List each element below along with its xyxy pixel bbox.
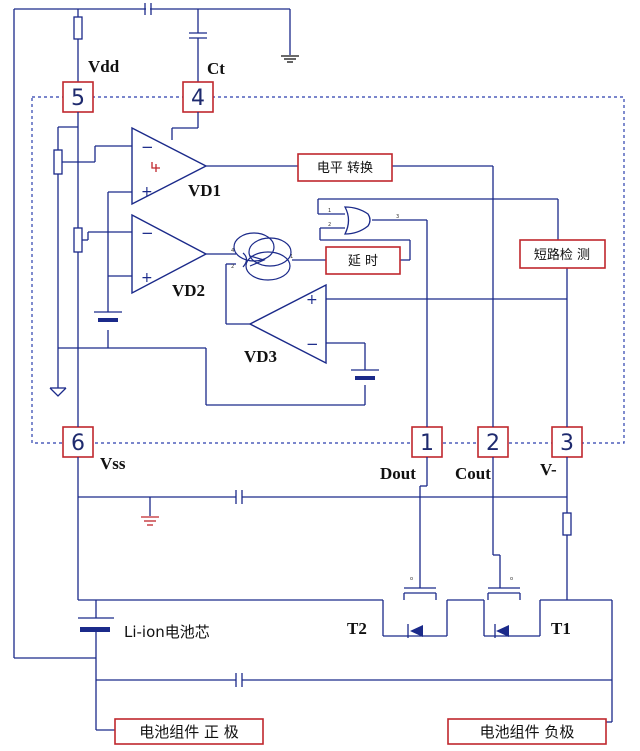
pin-1: 1: [411, 426, 443, 458]
divider-resistor-1: [53, 149, 63, 175]
pin-5-number: 5: [71, 86, 85, 111]
pin-4: 4: [182, 81, 214, 113]
ground-symbol-top: [281, 55, 299, 63]
pin-2-number: 2: [486, 431, 500, 456]
transistor-t2: o: [382, 576, 466, 638]
negative-terminal-box: 电池组件 负极: [447, 718, 607, 745]
short-detect-label: 短路检 测: [534, 247, 590, 263]
vdd-resistor: [73, 16, 83, 40]
li-ion-battery-cell: [78, 617, 114, 632]
gate-pin-c: 1: [290, 254, 293, 260]
svg-text:+: +: [306, 292, 318, 308]
svg-text:o: o: [410, 576, 413, 582]
pin-1-number: 1: [420, 431, 434, 456]
t1-label: T1: [551, 619, 571, 638]
pin-6-number: 6: [71, 431, 85, 456]
pin-2: 2: [477, 426, 509, 458]
t2-label: T2: [347, 619, 367, 638]
comparator-vd2: − +: [131, 213, 208, 295]
pin-ct-label: Ct: [207, 59, 225, 78]
comparator-vd3: + −: [248, 283, 327, 365]
top-gate-pin-3: 3: [396, 214, 399, 220]
gate-pin-a: 4: [231, 248, 234, 254]
positive-terminal-box: 电池组件 正 极: [114, 718, 264, 745]
ic-boundary: [31, 96, 625, 444]
divider-resistor-2: [73, 227, 83, 253]
pin-3-number: 3: [560, 431, 574, 456]
pin-5: 5: [62, 81, 94, 113]
top-wiring: [13, 3, 291, 659]
top-gate-pin-1: 1: [328, 208, 331, 214]
pin-vminus-label: V-: [540, 460, 557, 479]
reference-battery-2: [351, 369, 379, 380]
vd1-label: VD1: [188, 181, 221, 200]
pin-dout-label: Dout: [380, 464, 416, 483]
or-gate-top: 1 2 3: [328, 206, 399, 235]
short-detect-block: 短路检 测: [519, 239, 606, 269]
ground-symbol-internal: [49, 387, 67, 397]
battery-cell-label: Li-ion电池芯: [124, 623, 210, 641]
reference-battery-1: [94, 311, 122, 322]
gate-pin-b: 2: [231, 264, 234, 270]
vminus-resistor: [562, 512, 572, 536]
svg-text:−: −: [141, 138, 154, 156]
pin-cout-label: Cout: [455, 464, 491, 483]
svg-text:−: −: [141, 224, 154, 242]
svg-text:−: −: [306, 335, 319, 353]
level-shift-label: 电平 转换: [317, 161, 373, 176]
level-shift-block: 电平 转换: [297, 153, 393, 182]
pin-4-number: 4: [191, 86, 205, 111]
svg-text:+: +: [141, 184, 153, 200]
vd3-label: VD3: [244, 347, 277, 366]
pin-3: 3: [551, 426, 583, 458]
or-gate-vd2: 4 2 1: [231, 232, 293, 281]
top-gate-pin-2: 2: [328, 222, 331, 228]
internal-wiring: [53, 112, 568, 427]
svg-text:+: +: [141, 270, 153, 286]
pin-6: 6: [62, 426, 94, 458]
ground-symbol-bottom: [141, 516, 159, 526]
negative-terminal-label: 电池组件 负极: [480, 723, 575, 741]
pin-vdd-label: Vdd: [88, 57, 120, 76]
pin-vss-label: Vss: [100, 454, 126, 473]
external-wiring: [77, 457, 613, 731]
svg-text:o: o: [510, 576, 513, 582]
delay-block: 延 时: [325, 246, 401, 275]
comparator-vd1: − +: [131, 126, 208, 206]
vd2-label: VD2: [172, 281, 205, 300]
positive-terminal-label: 电池组件 正 极: [139, 723, 239, 741]
delay-label: 延 时: [348, 254, 378, 269]
transistor-t1: o: [466, 576, 541, 638]
